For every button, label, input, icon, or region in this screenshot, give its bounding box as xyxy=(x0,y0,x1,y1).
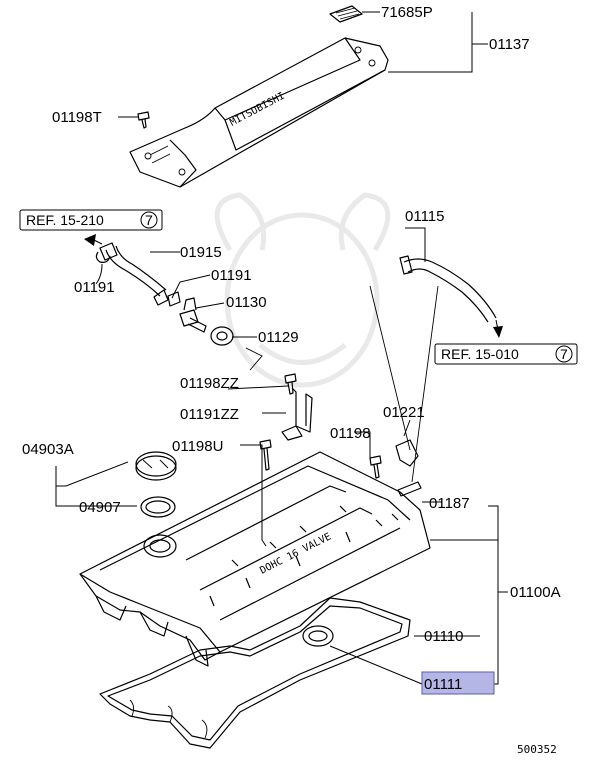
bolt-01198T xyxy=(137,111,150,129)
label-01187[interactable]: 01187 xyxy=(429,495,470,512)
ref-right-text: REF. 15-010 xyxy=(441,346,519,362)
bracket-01191ZZ xyxy=(281,387,313,441)
ref-box-left[interactable]: REF. 15-210 7 xyxy=(19,209,163,231)
label-01191-upper[interactable]: 01191 xyxy=(211,267,252,284)
label-01130[interactable]: 01130 xyxy=(226,294,267,311)
pipe-01187 xyxy=(397,481,422,497)
label-01191ZZ[interactable]: 01191ZZ xyxy=(180,406,239,423)
watermark-logo xyxy=(214,192,391,388)
label-01137[interactable]: 01137 xyxy=(489,36,530,53)
label-01191-lower[interactable]: 01191 xyxy=(74,279,115,296)
oil-cap-04903A xyxy=(135,451,177,481)
bolt-01198 xyxy=(369,455,382,479)
gasket-01110 xyxy=(99,597,411,749)
label-01198ZZ[interactable]: 01198ZZ xyxy=(180,375,239,392)
diagram-code: 500352 xyxy=(517,743,557,756)
label-01915[interactable]: 01915 xyxy=(180,244,222,261)
grommet-01129 xyxy=(210,326,234,346)
label-04907[interactable]: 04907 xyxy=(79,499,121,516)
ref-right-num: 7 xyxy=(560,346,568,362)
label-01115[interactable]: 01115 xyxy=(405,208,445,225)
label-01198U[interactable]: 01198U xyxy=(172,438,223,455)
rocker-cover: DOHC 16 VALVE xyxy=(79,451,431,667)
ref-left-num: 7 xyxy=(145,212,153,228)
ref-box-right[interactable]: REF. 15-010 7 xyxy=(434,343,578,365)
arrow-left-icon xyxy=(84,234,96,246)
part-labels: 71685P 01137 01198T 01915 01191 01191 01… xyxy=(22,4,561,695)
label-01198T[interactable]: 01198T xyxy=(52,109,102,126)
label-01111[interactable]: 01111 xyxy=(424,676,462,693)
label-01129[interactable]: 01129 xyxy=(258,329,299,346)
hose-01115 xyxy=(399,255,497,323)
bolt-01198ZZ xyxy=(284,373,297,395)
label-71685P[interactable]: 71685P xyxy=(381,4,433,21)
engine-top-cover: MITSUBISHI xyxy=(129,37,389,188)
highlight-01111 xyxy=(421,671,495,695)
ref-left-text: REF. 15-210 xyxy=(26,212,104,228)
valve-01130 xyxy=(179,297,207,333)
label-01100A[interactable]: 01100A xyxy=(510,584,561,601)
label-01198[interactable]: 01198 xyxy=(330,425,371,442)
label-01221[interactable]: 01221 xyxy=(383,404,425,421)
label-01110[interactable]: 01110 xyxy=(424,628,464,645)
label-04903A[interactable]: 04903A xyxy=(22,441,74,458)
seal-01111 xyxy=(302,625,334,647)
gasket-04907 xyxy=(140,496,176,518)
badge-71685P xyxy=(329,5,363,23)
bolt-01198U xyxy=(259,439,272,471)
